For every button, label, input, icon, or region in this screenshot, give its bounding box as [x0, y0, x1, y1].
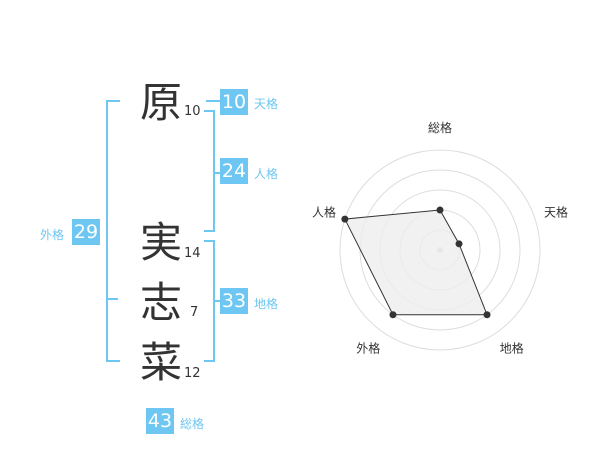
- jinkaku-connector: [213, 172, 221, 174]
- radar-axis-label: 総格: [428, 120, 452, 135]
- radar-axis-label: 外格: [356, 341, 380, 356]
- name-char-4: 菜: [140, 338, 183, 387]
- name-char-2: 実: [140, 218, 183, 267]
- radar-axis-label: 人格: [312, 204, 336, 219]
- tenkaku-label: 天格: [254, 97, 279, 111]
- stroke-count-4: 12: [184, 366, 201, 381]
- chikaku-label: 地格: [254, 297, 279, 311]
- jinkaku-bracket: [204, 110, 215, 232]
- gaikaku-badge: 29: [72, 219, 100, 245]
- gaikaku-label: 外格: [40, 228, 65, 242]
- chikaku-badge: 33: [220, 288, 248, 314]
- radar-grid-ring: [339, 149, 541, 351]
- radar-axis-label: 地格: [500, 341, 524, 356]
- radar-data-point: [483, 311, 491, 319]
- gaikaku-bracket: [106, 100, 120, 362]
- jinkaku-badge: 24: [220, 158, 248, 184]
- jinkaku-label: 人格: [254, 167, 279, 181]
- radar-series-area: [344, 209, 488, 316]
- name-char-1: 原: [140, 78, 183, 127]
- name-char-3: 志: [140, 278, 183, 327]
- tenkaku-bracket: [206, 100, 220, 102]
- radar-data-point: [389, 311, 397, 319]
- stroke-count-2: 14: [184, 246, 201, 261]
- radar-data-point: [341, 215, 349, 223]
- stroke-count-1: 10: [184, 104, 201, 119]
- chikaku-connector: [213, 300, 221, 302]
- soukaku-badge: 43: [146, 408, 174, 434]
- radar-data-point: [455, 240, 463, 248]
- radar-axis-label: 天格: [544, 204, 568, 219]
- radar-data-point: [436, 206, 444, 214]
- gaikaku-bracket-inner: [106, 298, 118, 300]
- stroke-count-3: 7: [190, 305, 199, 320]
- soukaku-label: 総格: [180, 417, 205, 431]
- tenkaku-badge: 10: [220, 89, 248, 115]
